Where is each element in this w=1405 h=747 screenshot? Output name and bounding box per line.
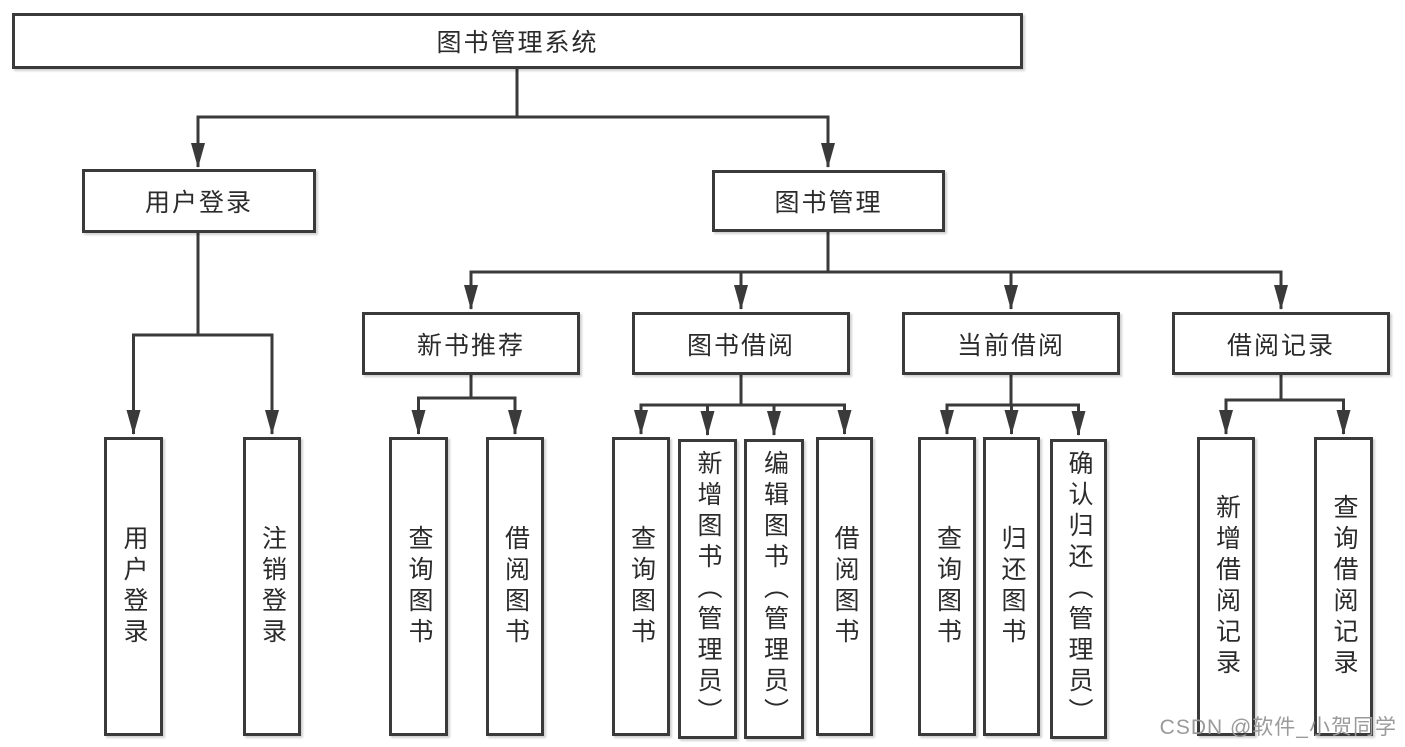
node-borrow-records: 借阅记录 — [1172, 312, 1390, 375]
leaf-query-book-current: 查询图书 — [918, 437, 976, 736]
node-book-management: 图书管理 — [712, 170, 945, 232]
watermark: CSDN @软件_小贺同学 — [1159, 716, 1397, 739]
leaf-borrow-book-recommend: 借阅图书 — [486, 437, 544, 736]
leaf-confirm-return-admin: 确认归还（管理员） — [1050, 439, 1107, 739]
leaf-return-book: 归还图书 — [983, 437, 1040, 736]
leaf-user-login: 用户登录 — [104, 437, 163, 736]
node-current-borrow: 当前借阅 — [902, 312, 1120, 375]
leaf-add-borrow-record: 新增借阅记录 — [1197, 437, 1255, 736]
leaf-query-borrow-record: 查询借阅记录 — [1314, 437, 1373, 736]
leaf-borrow-book-borrow: 借阅图书 — [816, 437, 873, 736]
leaf-query-book-recommend: 查询图书 — [389, 437, 448, 736]
leaf-add-book-admin: 新增图书（管理员） — [678, 439, 737, 739]
node-new-book-recommend: 新书推荐 — [362, 312, 580, 375]
leaf-logout: 注销登录 — [243, 437, 301, 736]
node-book-borrow: 图书借阅 — [632, 312, 850, 375]
node-library-management-system: 图书管理系统 — [12, 13, 1023, 69]
leaf-query-book-borrow: 查询图书 — [612, 437, 670, 736]
node-user-login: 用户登录 — [82, 169, 316, 233]
leaf-edit-book-admin: 编辑图书（管理员） — [744, 439, 804, 739]
